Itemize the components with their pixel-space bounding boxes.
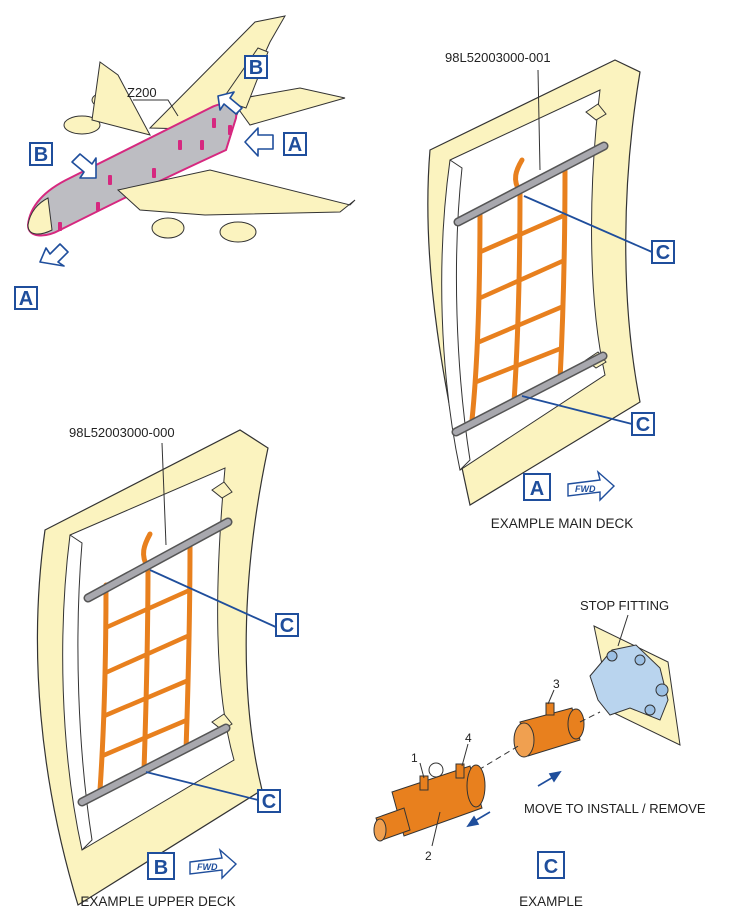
upper-deck-door: 98L52003000-000 (36, 425, 279, 906)
part-3-housing (513, 689, 585, 758)
callout-box-b-top: B (244, 55, 268, 79)
callout-box-a-bottom: A (14, 286, 38, 310)
fwd-arrow-icon (189, 848, 238, 880)
arrow-a-bottom (39, 243, 69, 267)
arrow-b-left (71, 153, 97, 179)
svg-text:B: B (34, 144, 48, 166)
svg-text:B: B (154, 857, 168, 879)
net-bar-lower-b (77, 723, 231, 807)
view-a-title: A FWD (523, 470, 616, 502)
svg-text:FWD: FWD (197, 862, 218, 872)
callout-box-c-main-lower: C (631, 412, 655, 436)
svg-text:B: B (249, 57, 263, 79)
callout-box-c-upper-bottom: C (257, 789, 281, 813)
view-b-title: B FWD (147, 848, 238, 880)
callout-box-c-upper-top: C (275, 613, 299, 637)
caption-main-deck: EXAMPLE MAIN DECK (491, 516, 634, 531)
detail-c: STOP FITTING 3 1 4 2 (373, 598, 706, 863)
net-bar-lower-main (451, 351, 608, 437)
svg-text:A: A (530, 478, 544, 500)
arrow-b-top (217, 91, 243, 115)
arrow-a-top (244, 127, 274, 157)
callout-box-c-main-upper: C (651, 240, 675, 264)
svg-text:C: C (262, 791, 276, 813)
zone-label: Z200 (127, 85, 157, 100)
svg-text:C: C (280, 615, 294, 637)
svg-text:C: C (544, 856, 558, 878)
item-4: 4 (465, 731, 472, 745)
item-3: 3 (553, 677, 560, 691)
view-c-title: C (537, 851, 565, 879)
svg-text:C: C (656, 242, 670, 264)
part-number-main: 98L52003000-001 (445, 50, 551, 65)
svg-text:FWD: FWD (575, 484, 596, 494)
fwd-arrow-icon (567, 470, 616, 502)
caption-detail: EXAMPLE (519, 894, 583, 909)
net-bar-upper-main (453, 141, 609, 227)
move-note: MOVE TO INSTALL / REMOVE (524, 801, 706, 816)
caption-upper-deck: EXAMPLE UPPER DECK (80, 894, 235, 909)
svg-text:A: A (288, 134, 302, 156)
svg-text:C: C (636, 414, 650, 436)
callout-box-a-right: A (283, 132, 307, 156)
callout-box-b-left: B (29, 142, 53, 166)
stop-fitting-label: STOP FITTING (580, 598, 669, 613)
aircraft-overview: Z200 (26, 15, 356, 267)
item-2: 2 (425, 849, 432, 863)
part-number-upper: 98L52003000-000 (69, 425, 175, 440)
svg-text:A: A (19, 288, 33, 310)
item-1: 1 (411, 751, 418, 765)
stop-fitting (589, 644, 669, 721)
part-2-pin-assembly (373, 762, 486, 842)
net-bar-upper-b (83, 517, 233, 603)
main-deck-door: 98L52003000-001 (427, 50, 653, 506)
